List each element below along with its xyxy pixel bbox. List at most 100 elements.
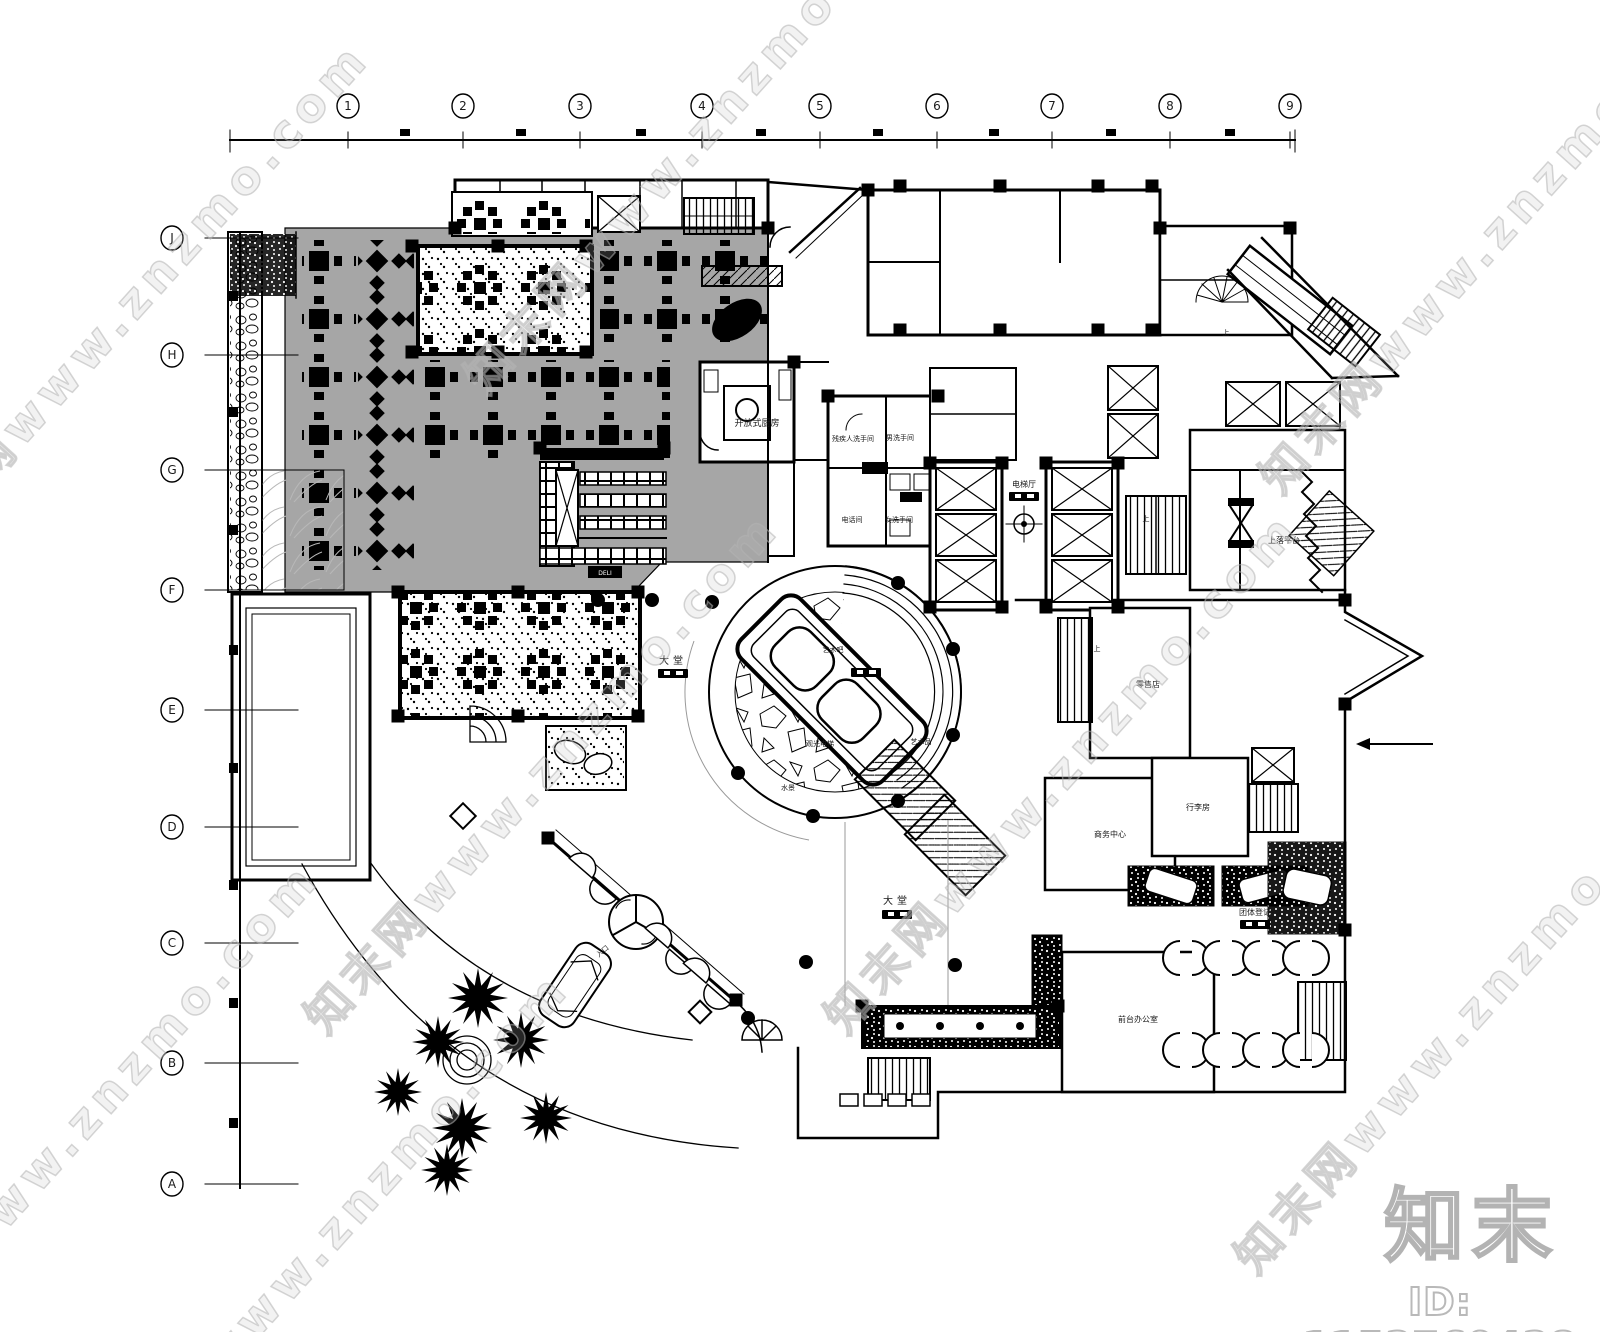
grid-label-col: 3 [576,99,584,113]
column [405,239,419,253]
tree [432,1098,492,1158]
column [993,323,1007,337]
lower-right-rooms [796,598,1347,1140]
column [541,831,555,845]
column [579,239,593,253]
column [923,456,937,470]
column [1153,221,1167,235]
column [855,999,869,1013]
column [861,183,875,197]
round-column [946,728,960,742]
tree [493,1012,549,1068]
column [1145,323,1159,337]
elevators [597,195,1341,783]
column [1051,999,1065,1013]
water-feature [684,565,1007,897]
crescent-sofa [1242,940,1261,976]
room-label: 女洗手间 [885,515,913,524]
column [761,221,775,235]
column [1039,600,1053,614]
room-label: 上落平台 [1268,535,1300,545]
lounge-dotted-room [398,590,642,720]
column [491,345,505,359]
room-label: 水景 [781,783,795,792]
column [993,179,1007,193]
crescent-sofa [1311,1032,1330,1068]
grid-label-col: 6 [933,99,941,113]
grid-bubble-col [690,93,714,119]
right-mid-rooms [1188,428,1375,594]
room-label: 上 [1223,328,1230,337]
grid-bubble-row [160,1050,184,1076]
column [491,239,505,253]
grid-label-row: F [169,583,176,597]
grid-label-col: 2 [459,99,467,113]
round-column [645,593,659,607]
grid-bubble-row [160,930,184,956]
grid-label-row: G [167,463,176,477]
room-label: 电梯厅 [1012,479,1036,489]
column [448,221,462,235]
column [821,389,835,403]
site-logo: 知末 [1383,1179,1560,1275]
crescent-sofa [1282,940,1301,976]
restrooms [826,394,940,548]
grid-label-col: 9 [1286,99,1294,113]
crescent-sofa [1311,940,1330,976]
round-columns [591,576,962,1025]
round-column [948,958,962,972]
grid-bubble-row [160,577,184,603]
room-label: 大堂 [659,654,687,667]
round-column [591,593,605,607]
elevation-badge [658,669,688,678]
grid-label-row: D [167,820,176,834]
column [1091,179,1105,193]
column [893,323,907,337]
round-column [741,1011,755,1025]
column [511,709,525,723]
grid-bubble-col [925,93,949,119]
tree [374,1068,422,1116]
column [533,441,547,455]
grid-bubble-col [336,93,360,119]
room-label: 观光电梯 [806,739,834,748]
crescent-sofa [1162,940,1181,976]
room-label: 团体登记 [1239,907,1271,917]
tree [421,1144,473,1196]
column [1039,456,1053,470]
round-column [799,955,813,969]
lobby-bar [701,226,791,342]
column [1145,179,1159,193]
room-labels: 开放式厨房残疾人洗手间男洗手间电话间女洗手间电梯厅大堂大堂艺术吧观光电梯艺术品水… [595,328,1300,1024]
column [391,709,405,723]
room-label: 男洗手间 [886,433,914,442]
grid-label-col: 7 [1048,99,1056,113]
car [538,941,612,1029]
grid-bubble-row [160,1171,184,1197]
column [579,345,593,359]
pool-planter [230,592,372,882]
elevation-badge [882,910,912,919]
column [405,345,419,359]
open-kitchen [698,360,796,464]
column [1111,456,1125,470]
grid-label-row: E [168,703,176,717]
grid-label-row: C [168,936,176,950]
grid-bubble-row [160,814,184,840]
room-label: 艺术吧 [823,645,844,654]
column [1111,600,1125,614]
tree [520,1092,572,1144]
grid-label-row: A [168,1177,177,1191]
elevation-badge [1009,492,1039,501]
column [391,585,405,599]
grid-bubble-row [160,697,184,723]
grid-label-row: J [169,231,174,245]
structural-columns [391,179,1352,1013]
column [657,441,671,455]
round-column [731,766,745,780]
room-label: 上 [1094,644,1101,653]
grid-bubble-col [1158,93,1182,119]
grid-bubble-col [808,93,832,119]
